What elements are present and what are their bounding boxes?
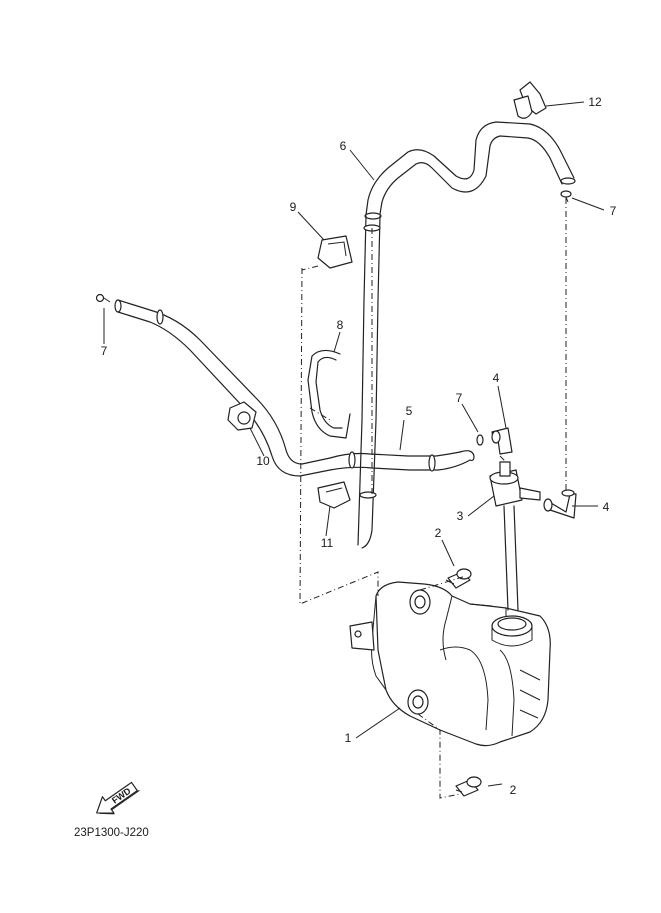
callout-6: 6 [340,139,347,153]
callout-7-left: 7 [101,344,108,358]
callout-7-right: 7 [610,204,617,218]
bracket-8 [307,349,351,439]
callout-9: 9 [290,200,297,214]
clip-7-right [560,190,572,203]
overflow-tank [349,581,551,747]
clip-10 [227,401,257,431]
callout-2-lower: 2 [510,783,517,797]
hose-vertical [357,215,381,549]
hose-6 [364,121,576,220]
clamp-12 [513,81,547,119]
valve-3 [489,461,541,611]
elbow-fitting-right [543,489,577,519]
callout-12: 12 [588,95,602,109]
elbow-fitting-upper [491,427,513,455]
hose-left [114,299,475,477]
callout-8: 8 [337,318,344,332]
callout-11: 11 [321,536,334,550]
clip-7-left [95,293,111,303]
drawing-code: 23P1300-J220 [74,827,149,839]
leader-lines [103,101,605,787]
callout-2-upper: 2 [435,526,442,540]
assembly-lines [299,198,567,799]
callout-3: 3 [457,509,464,523]
callout-7-center: 7 [456,391,463,405]
callout-4-right: 4 [603,500,610,514]
callout-10: 10 [256,454,270,468]
callout-5: 5 [406,404,413,418]
callout-4-upper: 4 [493,371,500,385]
clip-7-center [476,434,484,446]
clamp-9 [317,235,353,269]
forward-arrow-icon: FWD [96,781,140,815]
bolt-2-lower [455,776,482,797]
callout-1: 1 [345,731,352,745]
bolt-2-upper [445,568,472,589]
clamp-11 [317,481,351,509]
